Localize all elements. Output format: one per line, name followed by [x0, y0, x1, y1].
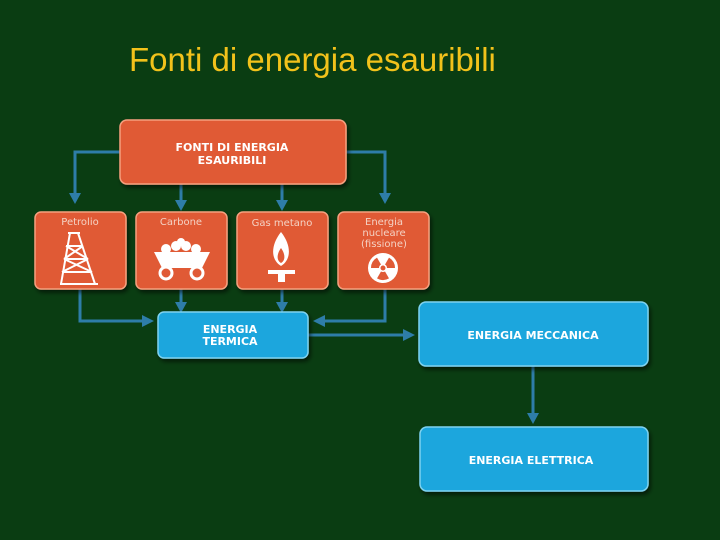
- arrowhead-nucleare: [379, 193, 391, 204]
- arrowhead-gas: [276, 200, 288, 211]
- box-petrolio-bg: [34, 211, 127, 290]
- source-label-carbone: Carbone: [160, 217, 202, 228]
- arrowhead-thermal-right: [313, 315, 325, 327]
- thermal-label-line1: ENERGIA: [203, 323, 258, 336]
- arrowhead-thermal-gas: [276, 302, 288, 313]
- source-label-nucleare-line3: (fissione): [361, 239, 407, 250]
- box-energia-elettrica-bg: [419, 426, 649, 492]
- box-energia-elettrica: ENERGIA ELETTRICA: [419, 426, 649, 492]
- box-carbone-bg: [135, 211, 228, 290]
- root-label-line1: FONTI DI ENERGIA: [176, 141, 289, 154]
- box-energia-termica: ENERGIA TERMICA: [157, 311, 309, 359]
- box-carbone: Carbone: [135, 211, 228, 290]
- coal-cart-icon: [154, 238, 210, 281]
- arrowhead-petrolio: [69, 193, 81, 204]
- box-energia-nucleare: Energia nucleare (fissione): [337, 211, 430, 290]
- slide-title: Fonti di energia esauribili: [129, 41, 496, 78]
- electric-label: ENERGIA ELETTRICA: [469, 454, 594, 467]
- connector-petrolio-to-thermal: [78, 289, 142, 323]
- source-label-nucleare-line1: Energia: [365, 217, 403, 228]
- source-label-gas-metano: Gas metano: [252, 218, 313, 229]
- radiation-icon: [368, 253, 398, 283]
- arrowhead-thermal-left: [142, 315, 154, 327]
- box-energia-meccanica-bg: [418, 301, 649, 367]
- box-fonti-esauribili-bg: [119, 119, 347, 185]
- oil-derrick-icon: [60, 232, 98, 285]
- connector-nucleare-to-thermal: [325, 289, 387, 323]
- source-label-nucleare-line2: nucleare: [362, 228, 405, 239]
- box-energia-meccanica: ENERGIA MECCANICA: [418, 301, 649, 367]
- box-fonti-esauribili: FONTI DI ENERGIA ESAURIBILI: [119, 119, 347, 185]
- box-energia-termica-bg: [157, 311, 309, 359]
- box-petrolio: Petrolio: [34, 211, 127, 290]
- box-energia-nucleare-bg: [337, 211, 430, 290]
- thermal-label-line2: TERMICA: [202, 335, 258, 348]
- mechanical-label: ENERGIA MECCANICA: [467, 329, 599, 342]
- arrowhead-mechanical: [403, 329, 415, 341]
- arrowhead-carbone: [175, 200, 187, 211]
- source-label-petrolio: Petrolio: [61, 217, 98, 228]
- connector-root-to-petrolio: [73, 150, 120, 193]
- arrowhead-electric: [527, 413, 539, 424]
- connector-root-to-nucleare: [346, 150, 387, 193]
- box-gas-metano: Gas metano: [236, 211, 329, 290]
- arrowheads: [69, 193, 539, 424]
- arrowhead-thermal-carbone: [175, 302, 187, 313]
- root-label-line2: ESAURIBILI: [198, 154, 267, 167]
- gas-flame-icon: [268, 232, 295, 282]
- connectors: [73, 150, 535, 413]
